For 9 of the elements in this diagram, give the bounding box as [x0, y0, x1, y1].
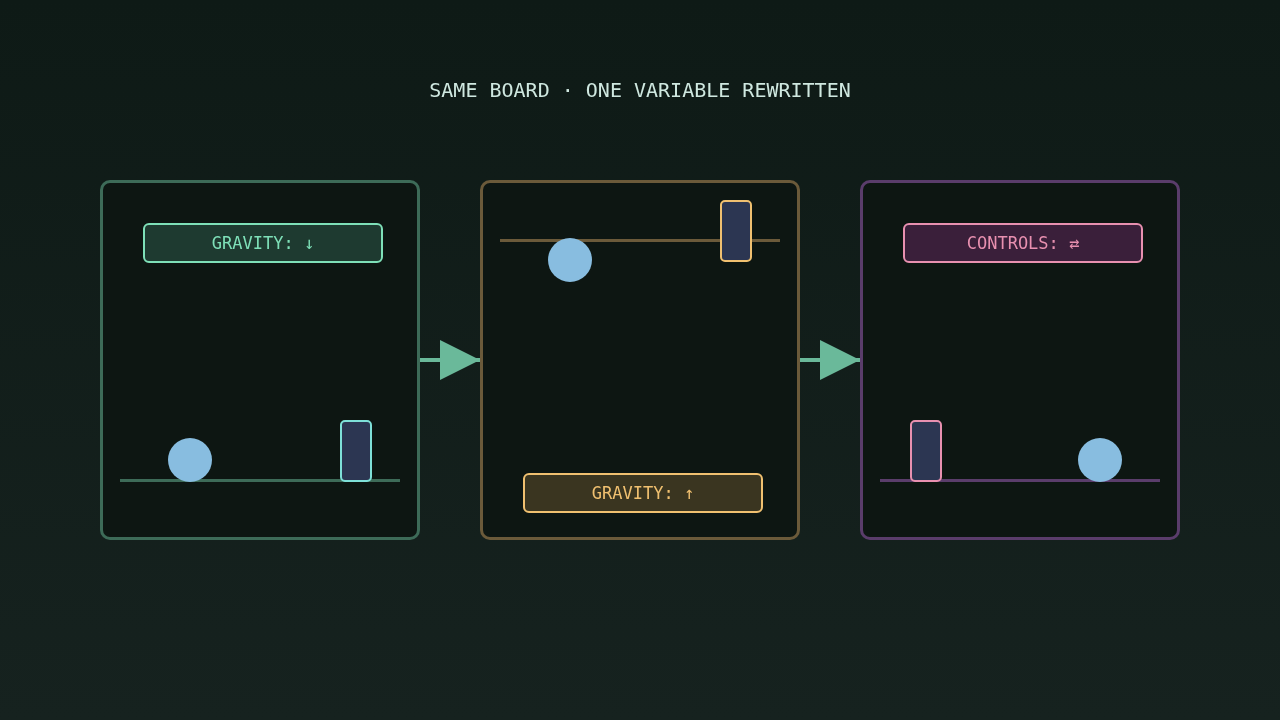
diagram-title: SAME BOARD · ONE VARIABLE REWRITTEN — [428, 78, 852, 102]
arrow — [420, 340, 480, 380]
rule-label: GRAVITY: ↓ — [143, 223, 383, 263]
arrow — [800, 340, 860, 380]
scene-panel — [100, 180, 420, 540]
rule-label: CONTROLS: ⇄ — [903, 223, 1143, 263]
rule-label: GRAVITY: ↑ — [523, 473, 763, 513]
scene-panel — [480, 180, 800, 540]
scene-panel — [860, 180, 1180, 540]
